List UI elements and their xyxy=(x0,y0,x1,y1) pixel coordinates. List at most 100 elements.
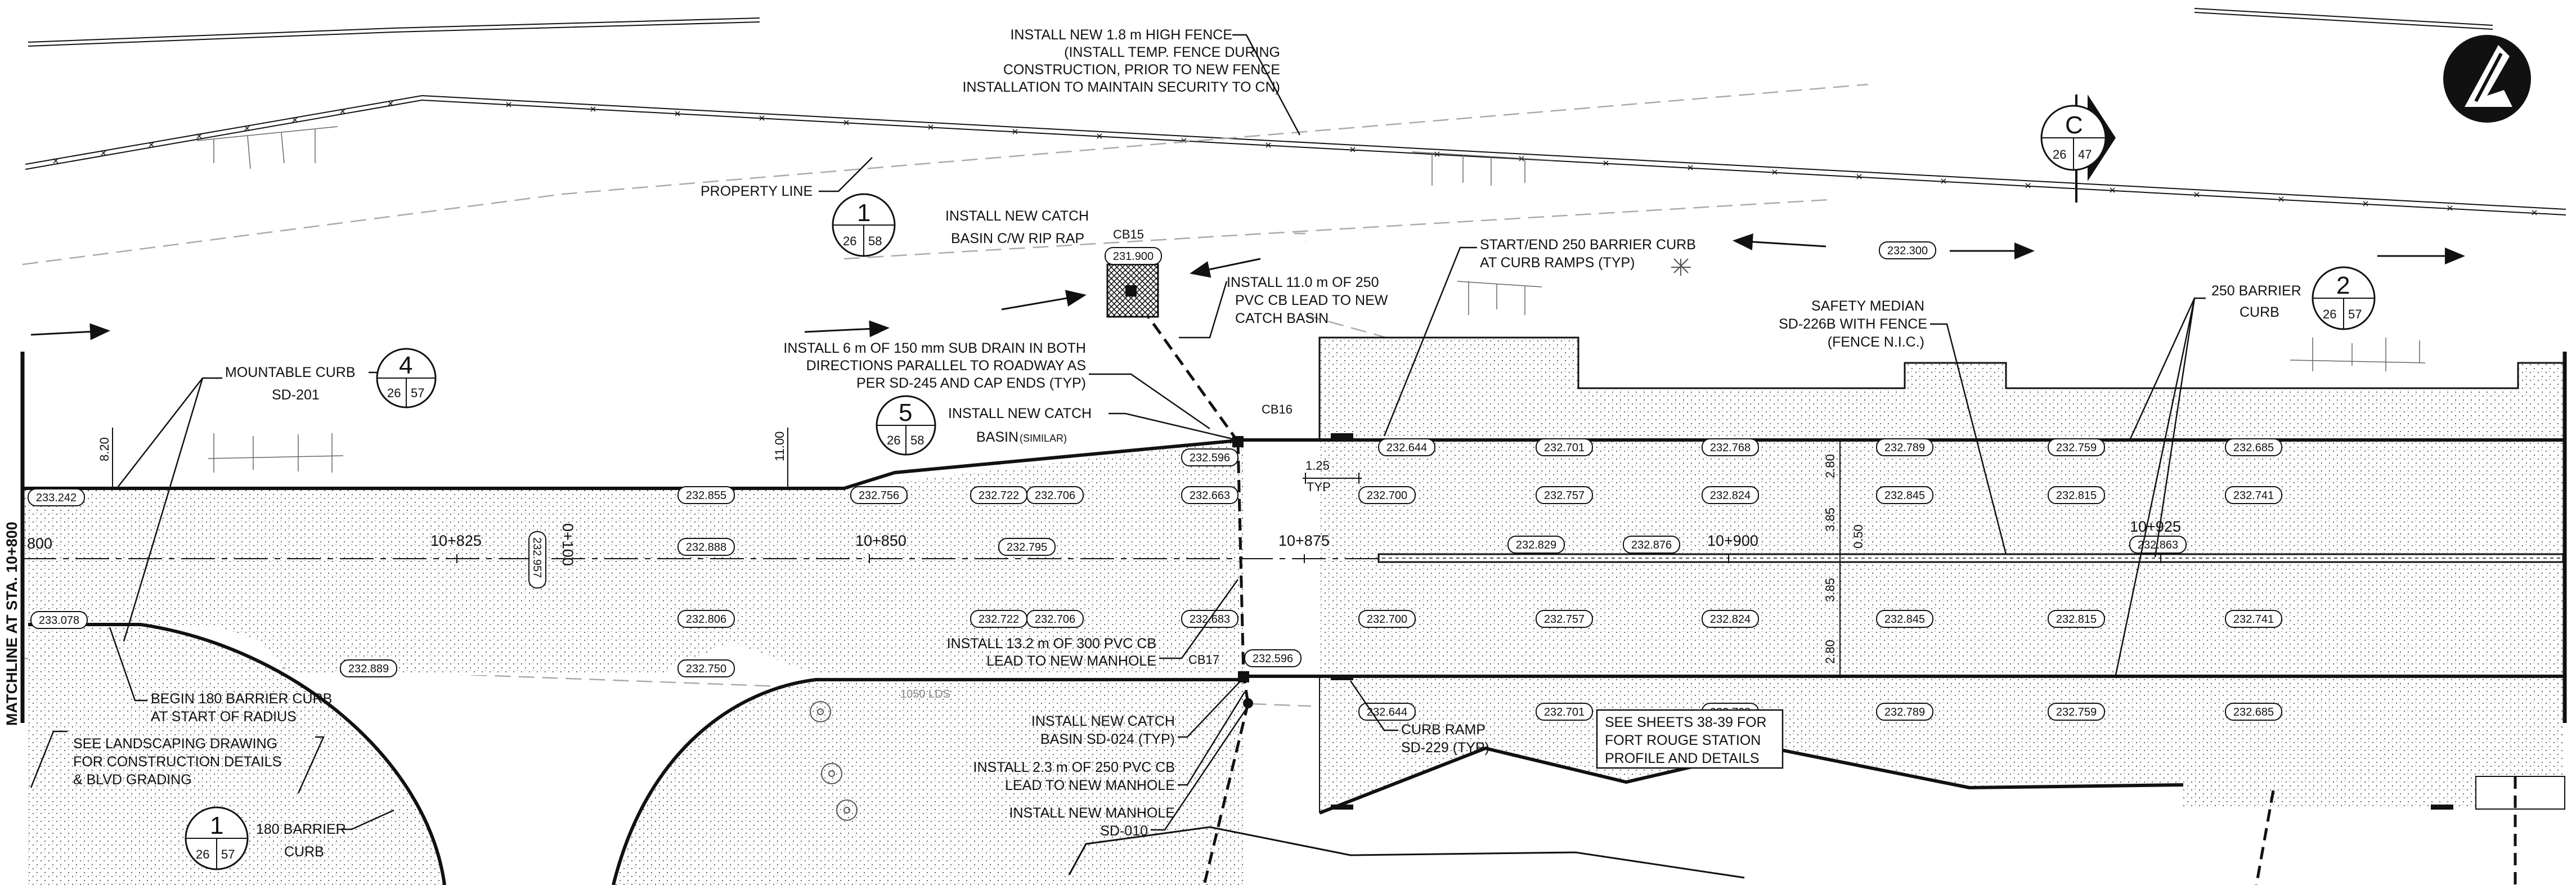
elevation-tag: 232.824 xyxy=(1702,486,1759,504)
svg-text:INSTALL 6 m OF 150 mm SUB DRAI: INSTALL 6 m OF 150 mm SUB DRAIN IN BOTH xyxy=(783,340,1086,356)
svg-text:47: 47 xyxy=(2078,147,2092,161)
svg-text:BEGIN 180 BARRIER CURB: BEGIN 180 BARRIER CURB xyxy=(151,691,332,707)
elevation-value: 232.759 xyxy=(2056,706,2097,718)
elevation-value: 232.829 xyxy=(1516,539,1556,551)
elevation-value: 232.741 xyxy=(2233,489,2274,502)
elevation-tag: 232.701 xyxy=(1536,438,1593,456)
safety-median xyxy=(1377,553,2564,563)
svg-text:1: 1 xyxy=(857,199,870,227)
note-curb-ramp: CURB RAMP SD-229 (TYP) xyxy=(1349,680,1489,756)
svg-text:INSTALL NEW 1.8 m HIGH FENCE: INSTALL NEW 1.8 m HIGH FENCE xyxy=(1010,27,1232,43)
elevation-value: 232.706 xyxy=(1035,613,1075,626)
dim-3-85-lower: 3.85 xyxy=(1823,578,1837,602)
svg-text:58: 58 xyxy=(868,234,882,248)
station-800: 800 xyxy=(27,535,52,552)
elevation-tag: 232.706 xyxy=(1026,610,1084,628)
elevation-value: 232.889 xyxy=(348,663,389,675)
matchline: MATCHLINE AT STA. 10+800 xyxy=(3,352,25,726)
svg-text:57: 57 xyxy=(221,847,235,861)
elevation-value: 232.957 xyxy=(531,537,543,578)
section-callout-c: C 26 47 xyxy=(2040,95,2116,203)
detail-callout-2: 2 26 57 xyxy=(2312,266,2376,330)
elevation-value: 232.596 xyxy=(1190,452,1230,464)
svg-text:180 BARRIER: 180 BARRIER xyxy=(256,821,346,837)
note-catch-basin-sd024: INSTALL NEW CATCH BASIN SD-024 (TYP) xyxy=(1031,680,1241,747)
note-180-barrier: 180 BARRIER CURB xyxy=(256,809,394,860)
dim-8-20: 8.20 xyxy=(97,437,111,461)
elevation-value: 232.644 xyxy=(1367,706,1407,718)
svg-text:SEE LANDSCAPING DRAWING: SEE LANDSCAPING DRAWING xyxy=(73,736,277,752)
elevation-tag: 232.888 xyxy=(677,538,735,556)
svg-text:26: 26 xyxy=(2053,147,2066,161)
elevation-tag: 232.722 xyxy=(970,486,1027,504)
svg-text:4: 4 xyxy=(399,352,412,379)
station-10-925: 10+925 xyxy=(2130,518,2181,535)
svg-text:(SIMILAR): (SIMILAR) xyxy=(1020,433,1067,444)
svg-text:PER SD-245 AND CAP ENDS (TYP): PER SD-245 AND CAP ENDS (TYP) xyxy=(856,375,1086,391)
elevation-value: 232.750 xyxy=(686,663,726,675)
svg-text:58: 58 xyxy=(910,433,924,447)
svg-text:AT CURB RAMPS (TYP): AT CURB RAMPS (TYP) xyxy=(1480,255,1635,271)
elevation-tag: 232.685 xyxy=(2225,703,2282,721)
detail-callout-1-top: 1 26 58 xyxy=(832,193,896,257)
svg-text:BASIN SD-024 (TYP): BASIN SD-024 (TYP) xyxy=(1040,731,1175,747)
elevation-tag: 232.889 xyxy=(340,659,397,677)
elevation-tag: 232.741 xyxy=(2225,610,2282,628)
lds-label: 1050 LDS xyxy=(900,688,950,700)
svg-text:AT START OF RADIUS: AT START OF RADIUS xyxy=(151,709,297,725)
svg-text:26: 26 xyxy=(887,433,900,447)
elevation-tag: 232.706 xyxy=(1026,486,1084,504)
north-arrow-icon xyxy=(2443,35,2531,123)
elevation-tag: 232.663 xyxy=(1181,486,1238,504)
detail-callout-1-bottom: 1 26 57 xyxy=(185,806,249,870)
station-labels: 800 10+825 10+850 10+875 10+900 10+925 0… xyxy=(27,518,2181,566)
svg-text:26: 26 xyxy=(387,386,401,400)
elevation-value: 232.768 xyxy=(1710,442,1751,454)
elevation-value: 232.300 xyxy=(1887,245,1928,257)
note-cb-lead-23: INSTALL 2.3 m OF 250 PVC CB LEAD TO NEW … xyxy=(973,691,1246,793)
svg-text:FOR CONSTRUCTION DETAILS: FOR CONSTRUCTION DETAILS xyxy=(73,754,281,770)
dim-0-50: 0.50 xyxy=(1851,524,1865,549)
svg-text:57: 57 xyxy=(411,386,424,400)
svg-text:CONSTRUCTION, PRIOR TO NEW FEN: CONSTRUCTION, PRIOR TO NEW FENCE xyxy=(1003,62,1280,78)
elevation-value: 232.845 xyxy=(1884,489,1925,502)
elevation-tag: 232.757 xyxy=(1536,486,1593,504)
elevation-tag: 232.829 xyxy=(1507,536,1565,554)
svg-text:CURB RAMP: CURB RAMP xyxy=(1401,722,1486,738)
note-start-end-barrier: START/END 250 BARRIER CURB AT CURB RAMPS… xyxy=(1383,237,1696,437)
elevation-labels: 233.242233.078232.889232.855232.888232.8… xyxy=(28,241,2282,721)
elevation-tag: 232.876 xyxy=(1623,536,1680,554)
svg-text:SEE SHEETS 38-39 FOR: SEE SHEETS 38-39 FOR xyxy=(1605,715,1767,730)
elevation-tag: 232.806 xyxy=(677,610,735,628)
elevation-tag: 232.789 xyxy=(1876,703,1933,721)
svg-text:57: 57 xyxy=(2348,307,2362,321)
svg-text:1: 1 xyxy=(210,812,223,839)
svg-text:26: 26 xyxy=(843,234,856,248)
svg-text:26: 26 xyxy=(2323,307,2336,321)
svg-text:(INSTALL TEMP. FENCE DURING: (INSTALL TEMP. FENCE DURING xyxy=(1064,44,1280,60)
svg-text:SD-226B WITH FENCE: SD-226B WITH FENCE xyxy=(1779,316,1927,332)
svg-text:BASIN: BASIN xyxy=(976,429,1018,445)
note-see-sheets: SEE SHEETS 38-39 FOR FORT ROUGE STATION … xyxy=(1596,709,1784,769)
svg-text:INSTALL NEW CATCH: INSTALL NEW CATCH xyxy=(1031,713,1175,729)
dim-3-85-upper: 3.85 xyxy=(1823,507,1837,532)
elevation-tag: 232.596 xyxy=(1244,649,1302,667)
svg-text:BASIN C/W RIP RAP: BASIN C/W RIP RAP xyxy=(951,231,1084,246)
elevation-value: 232.806 xyxy=(686,613,726,626)
note-begin-barrier: BEGIN 180 BARRIER CURB AT START OF RADIU… xyxy=(109,627,332,725)
matchline-text: MATCHLINE AT STA. 10+800 xyxy=(3,522,20,726)
cb15-label: CB15 xyxy=(1113,227,1144,241)
elevation-value: 231.900 xyxy=(1113,250,1154,263)
dim-2-80-lower: 2.80 xyxy=(1823,640,1837,664)
svg-text:CURB: CURB xyxy=(284,844,324,860)
elevation-tag: 232.824 xyxy=(1702,610,1759,628)
elevation-tag: 232.845 xyxy=(1876,486,1933,504)
elevation-tag: 232.644 xyxy=(1378,438,1435,456)
svg-text:SD-201: SD-201 xyxy=(272,387,320,403)
svg-text:INSTALL 11.0 m OF 250: INSTALL 11.0 m OF 250 xyxy=(1227,275,1379,290)
elevation-value: 232.700 xyxy=(1367,613,1407,626)
elevation-tag: 233.078 xyxy=(30,611,88,629)
note-cb-lead-300: INSTALL 13.2 m OF 300 PVC CB LEAD TO NEW… xyxy=(947,579,1239,669)
elevation-tag: 233.242 xyxy=(28,488,85,506)
elevation-value: 232.722 xyxy=(979,489,1019,502)
